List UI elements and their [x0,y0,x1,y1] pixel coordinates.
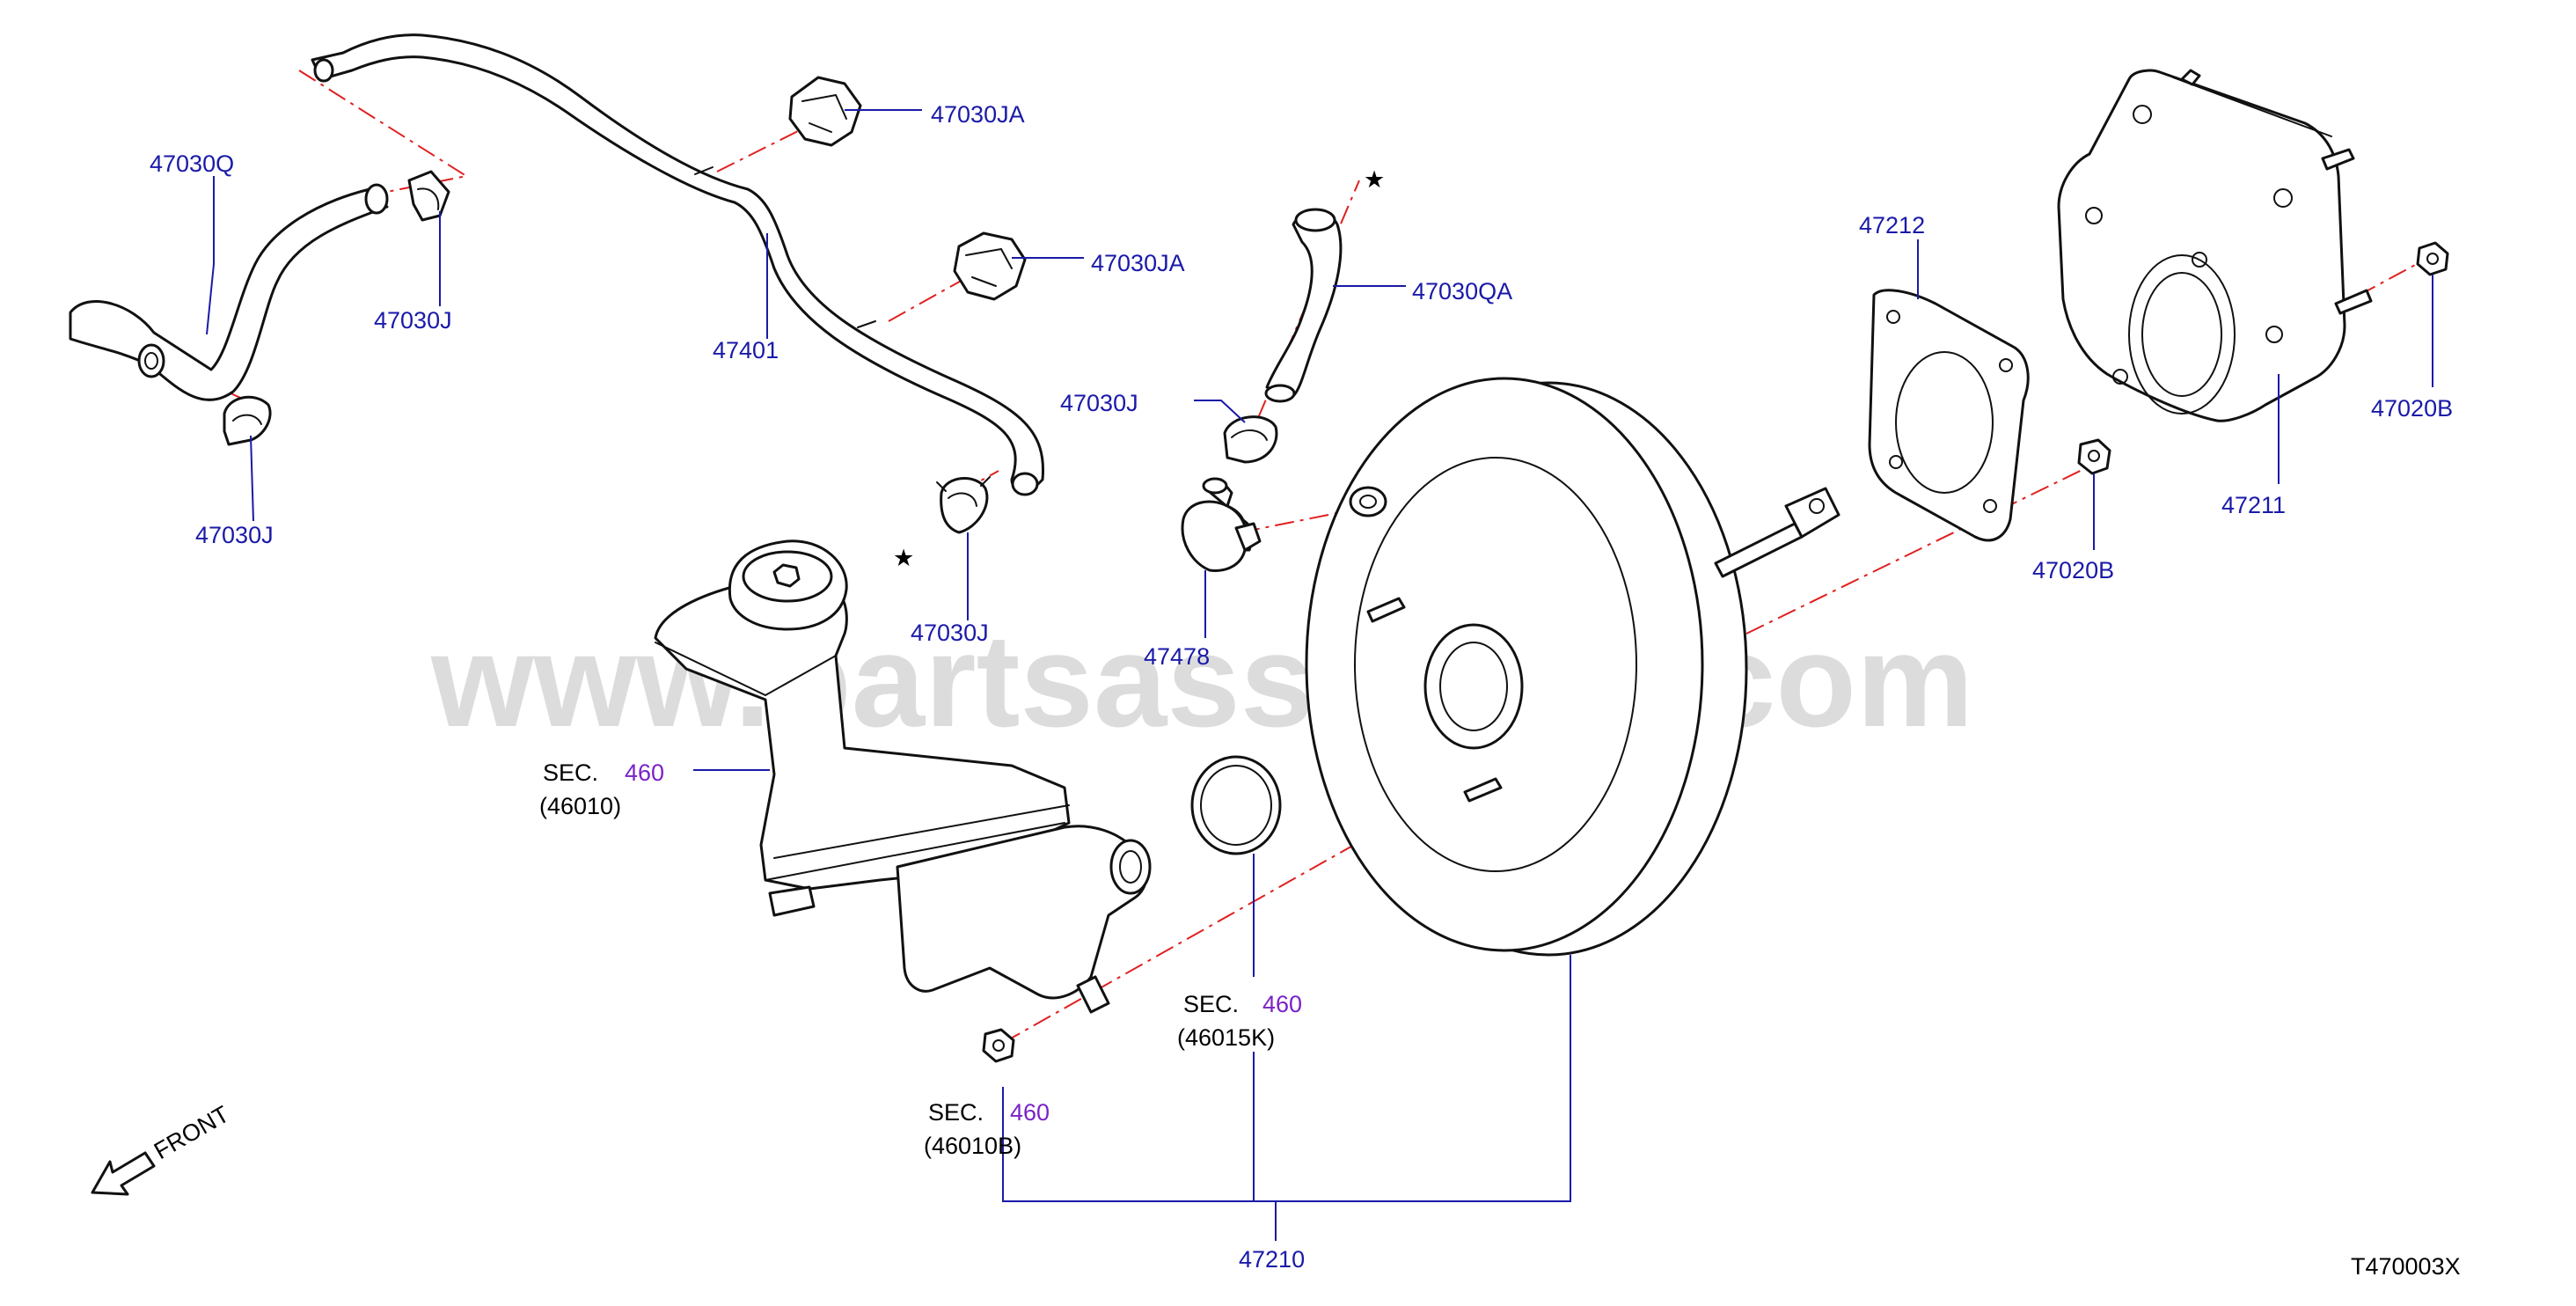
leader-lines [206,109,2433,1241]
sec3-prefix: SEC. [928,1099,984,1126]
nut-46010b[interactable] [982,1028,1015,1063]
star-marker-lower: ★ [893,545,914,571]
sec3-code: (46010B) [924,1133,1021,1159]
front-direction-indicator: FRONT [91,1101,234,1196]
sec3-number: 460 [1010,1099,1050,1126]
label-47478: 47478 [1144,643,1210,670]
sec1-number: 460 [625,759,664,786]
clamp-47030j-lower[interactable] [223,395,272,446]
label-47212: 47212 [1859,212,1925,238]
check-valve-47478[interactable] [1181,477,1262,572]
label-47030q: 47030Q [150,150,234,177]
gasket-47212[interactable] [1868,289,2030,542]
label-47030j-c: 47030J [1060,390,1138,416]
diagram-code: T470003X [2351,1253,2461,1280]
connector-47030ja-lower[interactable] [953,231,1027,301]
bracket-47211[interactable] [2057,69,2373,422]
label-47210: 47210 [1239,1246,1305,1273]
hose-47030qa[interactable] [1264,208,1343,403]
nut-47020b-middle[interactable] [2077,438,2111,475]
sec2-prefix: SEC. [1183,991,1239,1017]
connector-47030ja-upper[interactable] [788,76,862,147]
star-marker-upper: ★ [1364,166,1385,193]
master-cylinder-reservoir[interactable] [654,539,1152,1014]
section-ref-46010[interactable]: SEC. 460 (46010) [539,759,664,819]
sec1-prefix: SEC. [543,759,598,786]
nut-47020b-right[interactable] [2416,241,2449,276]
o-ring-46015k[interactable] [1190,755,1282,855]
clamp-47030j-center[interactable] [1223,415,1278,464]
label-47211: 47211 [2221,492,2286,518]
clamp-47030j-tube-end[interactable] [936,476,991,534]
label-47401: 47401 [713,337,779,363]
label-47030j-d: 47030J [911,620,989,646]
vacuum-tube-47401[interactable] [311,33,1045,496]
front-arrow-icon [91,1151,156,1196]
label-47030j-a: 47030J [374,307,452,334]
sec1-code: (46010) [539,793,621,819]
label-47030qa: 47030QA [1412,278,1512,304]
section-ref-46010b[interactable]: SEC. 460 (46010B) [924,1099,1050,1159]
hose-47030q[interactable] [69,183,389,401]
section-ref-46015k[interactable]: SEC. 460 (46015K) [1177,991,1302,1051]
label-47020b-b: 47020B [2371,395,2453,422]
brake-booster-47210[interactable] [1305,377,1841,957]
clamp-47030j-upper[interactable] [407,170,450,222]
label-47030ja-a: 47030JA [931,101,1025,128]
part-labels: 47030Q 47030J 47030J 47401 47030JA 47030… [150,101,2453,1273]
sec2-number: 460 [1262,991,1302,1017]
front-label: FRONT [150,1101,234,1164]
label-47030ja-b: 47030JA [1091,250,1185,276]
sec2-code: (46015K) [1177,1024,1275,1051]
label-47030j-b: 47030J [195,522,274,548]
label-47020b-a: 47020B [2032,557,2114,583]
